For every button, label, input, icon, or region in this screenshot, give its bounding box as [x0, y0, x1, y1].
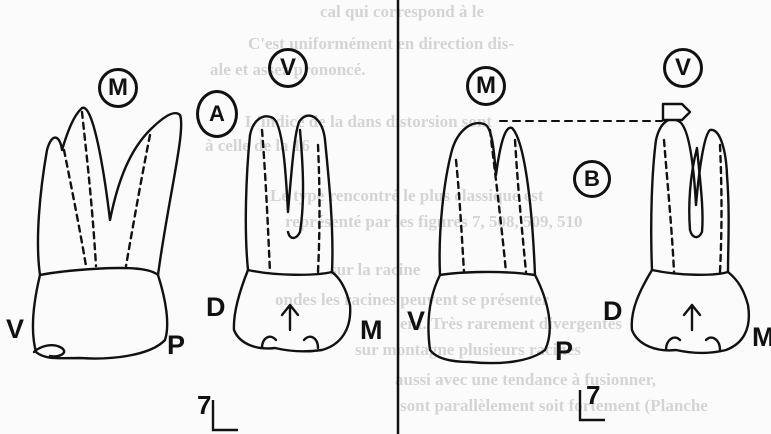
scale-mark: 7: [586, 380, 600, 411]
side-label-m: M: [752, 322, 771, 353]
circle-letter: M: [108, 74, 128, 102]
side-label-d: D: [206, 292, 226, 323]
side-label-v: V: [6, 314, 24, 345]
tooth-right-2: [500, 104, 749, 353]
view-letter: A: [209, 101, 225, 127]
circle-letter: V: [280, 54, 296, 82]
label-circle-v: V: [663, 48, 703, 88]
label-circle-m: M: [466, 66, 506, 106]
side-label-v: V: [407, 306, 425, 337]
view-label-a: A: [196, 90, 238, 138]
tooth-left-2: [234, 116, 350, 352]
side-label-p: P: [555, 336, 573, 367]
tooth-left-1: [33, 108, 181, 359]
side-label-p: P: [167, 330, 185, 361]
label-circle-m: M: [98, 68, 138, 108]
circle-letter: V: [675, 54, 691, 82]
scale-mark: 7: [197, 390, 211, 421]
view-letter: B: [584, 166, 600, 192]
view-label-b: B: [573, 160, 611, 198]
side-label-d: D: [603, 296, 623, 327]
side-label-m: M: [360, 315, 383, 346]
label-circle-v: V: [268, 48, 308, 88]
tooth-right-1: [428, 123, 549, 363]
circle-letter: M: [476, 72, 496, 100]
scale-bracket-left: [213, 400, 238, 430]
